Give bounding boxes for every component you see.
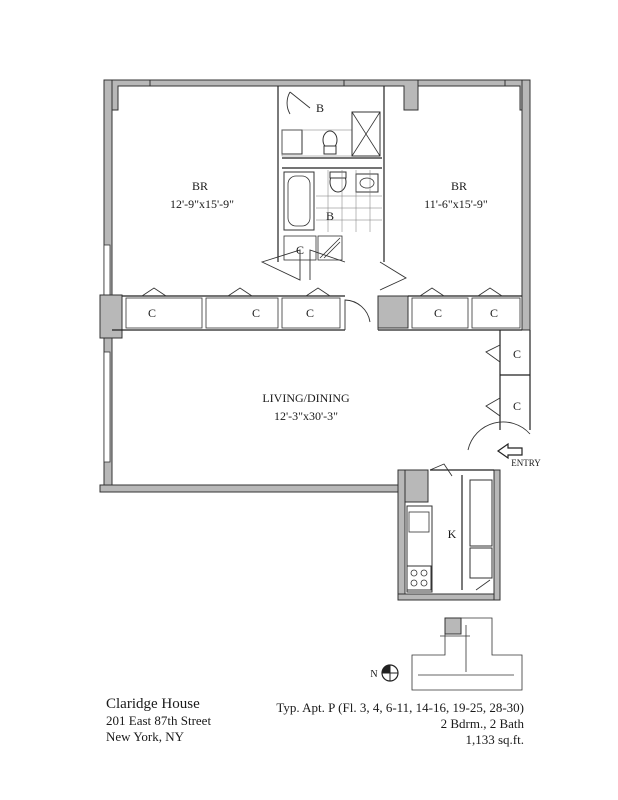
- top-wall: [103, 79, 531, 87]
- living-bottom-wall: [99, 484, 401, 493]
- kitchen-right-wall: [493, 469, 501, 601]
- closet-label: C: [434, 306, 442, 320]
- closet-label: C: [296, 243, 304, 257]
- building-city: New York, NY: [106, 729, 185, 744]
- br-right-dims: 11'-6"x15'-9": [424, 197, 488, 211]
- closet-label: C: [252, 306, 260, 320]
- living-label: LIVING/DINING: [262, 391, 350, 405]
- unit-area: 1,133 sq.ft.: [465, 732, 525, 747]
- unit-info: Typ. Apt. P (Fl. 3, 4, 6-11, 14-16, 19-2…: [276, 700, 524, 748]
- closet-labels: C C C C C C C C: [148, 243, 521, 413]
- building-address: 201 East 87th Street: [106, 713, 212, 728]
- right-wall: [521, 79, 531, 331]
- bath-fixtures: [281, 111, 382, 232]
- closet-label: C: [490, 306, 498, 320]
- building-info: Claridge House 201 East 87th Street New …: [106, 695, 211, 745]
- doors: [141, 91, 531, 477]
- compass-label: N: [370, 669, 377, 680]
- br-right-label: BR: [451, 179, 467, 193]
- pier-right: [377, 295, 409, 329]
- kitchen-bottom-wall: [397, 593, 501, 601]
- bath-mid-label: B: [326, 209, 334, 223]
- br-left-dims: 12'-9"x15'-9": [170, 197, 234, 211]
- closet-label: C: [513, 347, 521, 361]
- living-dims: 12'-3"x30'-3": [274, 409, 338, 423]
- bath-top-label: B: [316, 101, 324, 115]
- unit-marker: [444, 617, 462, 635]
- exterior-walls: [99, 79, 531, 601]
- north-compass-icon: [381, 664, 399, 682]
- building-name: Claridge House: [106, 696, 200, 712]
- closet-label: C: [306, 306, 314, 320]
- closet-label: C: [513, 399, 521, 413]
- unit-type: Typ. Apt. P (Fl. 3, 4, 6-11, 14-16, 19-2…: [276, 700, 524, 715]
- kitchen-left-wall: [397, 469, 406, 601]
- interior-walls: [112, 86, 531, 590]
- entry-label: ENTRY: [511, 458, 541, 468]
- kitchen-fixtures: [406, 479, 493, 593]
- closet-label: C: [148, 306, 156, 320]
- key-plan: [411, 617, 523, 691]
- room-labels: BR 12'-9"x15'-9" BR 11'-6"x15'-9" LIVING…: [170, 101, 541, 680]
- pier-top-center: [343, 79, 419, 111]
- closets: [125, 235, 521, 329]
- pier-left: [99, 294, 123, 339]
- entry-arrow-icon: [496, 442, 523, 460]
- kitchen-label: K: [448, 527, 457, 541]
- br-left-label: BR: [192, 179, 208, 193]
- unit-beds-baths: 2 Bdrm., 2 Bath: [440, 716, 524, 731]
